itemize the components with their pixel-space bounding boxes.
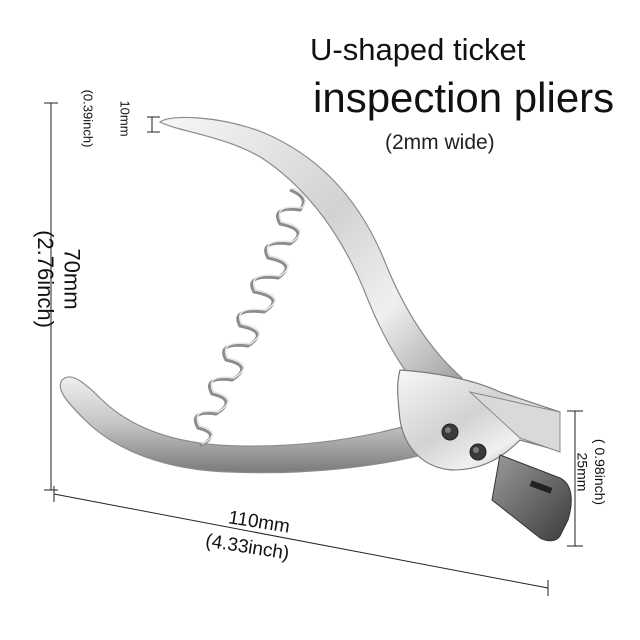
- spring-icon: [193, 187, 307, 448]
- upper-jaw: [468, 391, 561, 453]
- jaw-dim-inch: ( 0.98inch): [592, 438, 609, 506]
- tip-dim-inch: (0.39inch): [79, 89, 95, 147]
- tip-dim-mm: 10mm: [117, 99, 133, 137]
- height-dim-mm: 70mm: [59, 248, 85, 310]
- upper-handle: [158, 116, 463, 413]
- jaw-dim-mm: 25mm: [573, 452, 590, 492]
- title-line-2: inspection pliers: [313, 74, 615, 121]
- lower-handle: [59, 376, 441, 474]
- lower-jaw: [491, 454, 572, 542]
- title-line-1: U-shaped ticket: [310, 32, 526, 67]
- jaw-slot: [529, 480, 553, 494]
- height-dim-inch: (2.76inch): [32, 230, 58, 328]
- title-line-3: (2mm wide): [385, 131, 495, 154]
- plier-head: [397, 369, 561, 471]
- dimension-lines: [44, 102, 583, 596]
